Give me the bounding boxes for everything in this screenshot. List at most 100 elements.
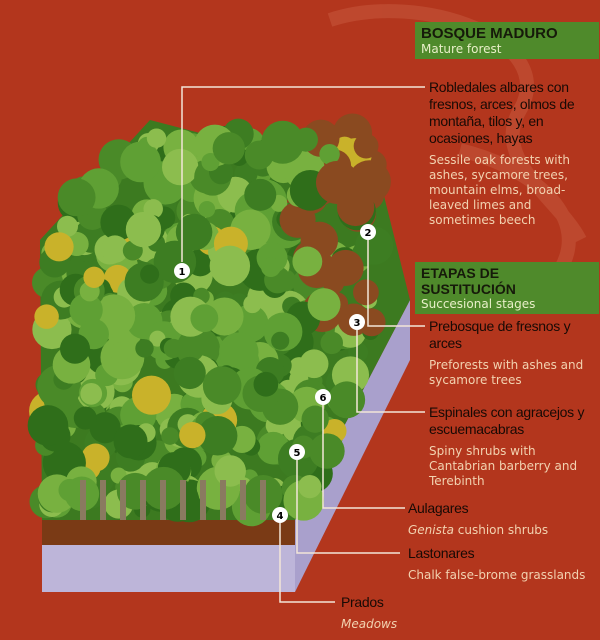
tree-crown [197,416,238,456]
tree-crown [353,279,379,306]
label-preforest: Prebosque de fresnos y arces Preforests … [429,318,584,387]
tree-crown [209,245,251,287]
tree-crown [179,421,206,449]
block-side-face [295,300,410,592]
tree-crown [190,304,219,333]
markers: 1 2 3 6 5 4 [174,224,376,523]
tree-crown [298,475,322,499]
label-meadows: Prados Meadows [341,594,398,631]
tree-crown [307,288,341,321]
marker-5: 5 [289,444,305,460]
svg-text:1: 1 [179,267,186,278]
label-spiny-shrubs: Espinales con agracejos y escuemacabras … [429,404,585,488]
tree-crown [57,178,96,217]
tree-crown [292,246,323,277]
marker-2: 2 [360,224,376,240]
tree-trunk [120,480,126,520]
tree-crown [182,339,204,361]
tree-crown [301,405,329,433]
tree-trunk [140,480,146,520]
svg-text:2: 2 [365,228,372,239]
marker-1: 1 [174,263,190,279]
forest-canopy [27,113,394,527]
tree-crown [81,443,110,472]
tree-trunk [260,480,266,520]
tree-crown [279,201,316,238]
tree-crown [113,424,148,459]
label-cushion-shrubs: Aulagares Genista cushion shrubs [408,500,549,537]
tree-crown [173,356,206,390]
tree-crown [202,366,242,405]
tree-crown [163,338,184,359]
leader-lines [181,86,425,603]
tree-crown [357,308,386,337]
section-subtitle: Mature forest [421,42,502,56]
block-front-face [42,535,295,592]
tree-crown [299,349,329,379]
tree-crown [146,128,167,148]
svg-text:5: 5 [294,448,301,459]
tree-crown [131,375,172,415]
tree-crown [27,405,69,446]
tree-crown [244,178,277,211]
tree-crown [261,120,305,164]
tree-crown [161,427,179,445]
tree-crown [214,455,246,487]
tree-crown [125,211,162,248]
tree-crown [44,232,74,262]
svg-text:4: 4 [277,511,284,522]
marker-6: 6 [315,389,331,405]
tree-crown [336,188,375,227]
tree-trunk [100,480,106,520]
tree-crown [319,144,340,165]
tree-trunk [200,480,206,520]
tree-crown [80,382,103,405]
tree-crown [219,332,259,372]
svg-text:3: 3 [354,318,361,329]
tree-crown [69,293,103,327]
tree-crown [89,412,121,444]
tree-crown [109,342,130,363]
tree-crown [261,257,281,278]
tree-crown [353,133,379,159]
tree-crown [73,406,97,430]
tree-trunk [220,480,226,520]
tree-crown [198,200,216,218]
tree-crown [58,478,81,502]
tree-crown [56,215,79,237]
tree-crown [212,132,245,165]
background-swirls [327,4,587,274]
tree-crown [83,266,105,288]
tree-trunk [160,480,166,520]
tree-crown [328,381,366,419]
label-mature-forest: Robledales albares con fresnos, arces, o… [429,79,575,227]
mature-forest-header: BOSQUE MADURO Mature forest [415,22,599,59]
section-title: BOSQUE MADURO [421,25,558,42]
tree-crown [59,333,91,364]
tree-crown [162,148,199,186]
tree-crown [101,235,129,263]
tree-crown [201,153,220,172]
succession-header: ETAPAS DE SUSTITUCIÓN Succesional stages [415,262,599,314]
tree-trunk [240,480,246,520]
label-grasslands: Lastonares Chalk false-brome grasslands [408,545,586,582]
block-soil-layer [42,520,295,545]
marker-4: 4 [272,507,288,523]
tree-crown [135,339,154,358]
tree-crown [309,433,345,469]
section-title: ETAPAS DE SUSTITUCIÓN [421,265,516,297]
tree-crown [34,304,59,329]
tree-crown [175,213,213,251]
tree-crown [293,127,318,152]
tree-crown [243,294,262,314]
tree-trunk [180,480,186,520]
marker-3: 3 [349,314,365,330]
tree-crown [140,264,160,284]
tree-crown [327,249,364,286]
tree-crown [320,331,343,355]
tree-crown [120,141,161,183]
section-subtitle: Succesional stages [421,297,536,311]
tree-crown [253,371,279,397]
svg-text:6: 6 [320,393,327,404]
